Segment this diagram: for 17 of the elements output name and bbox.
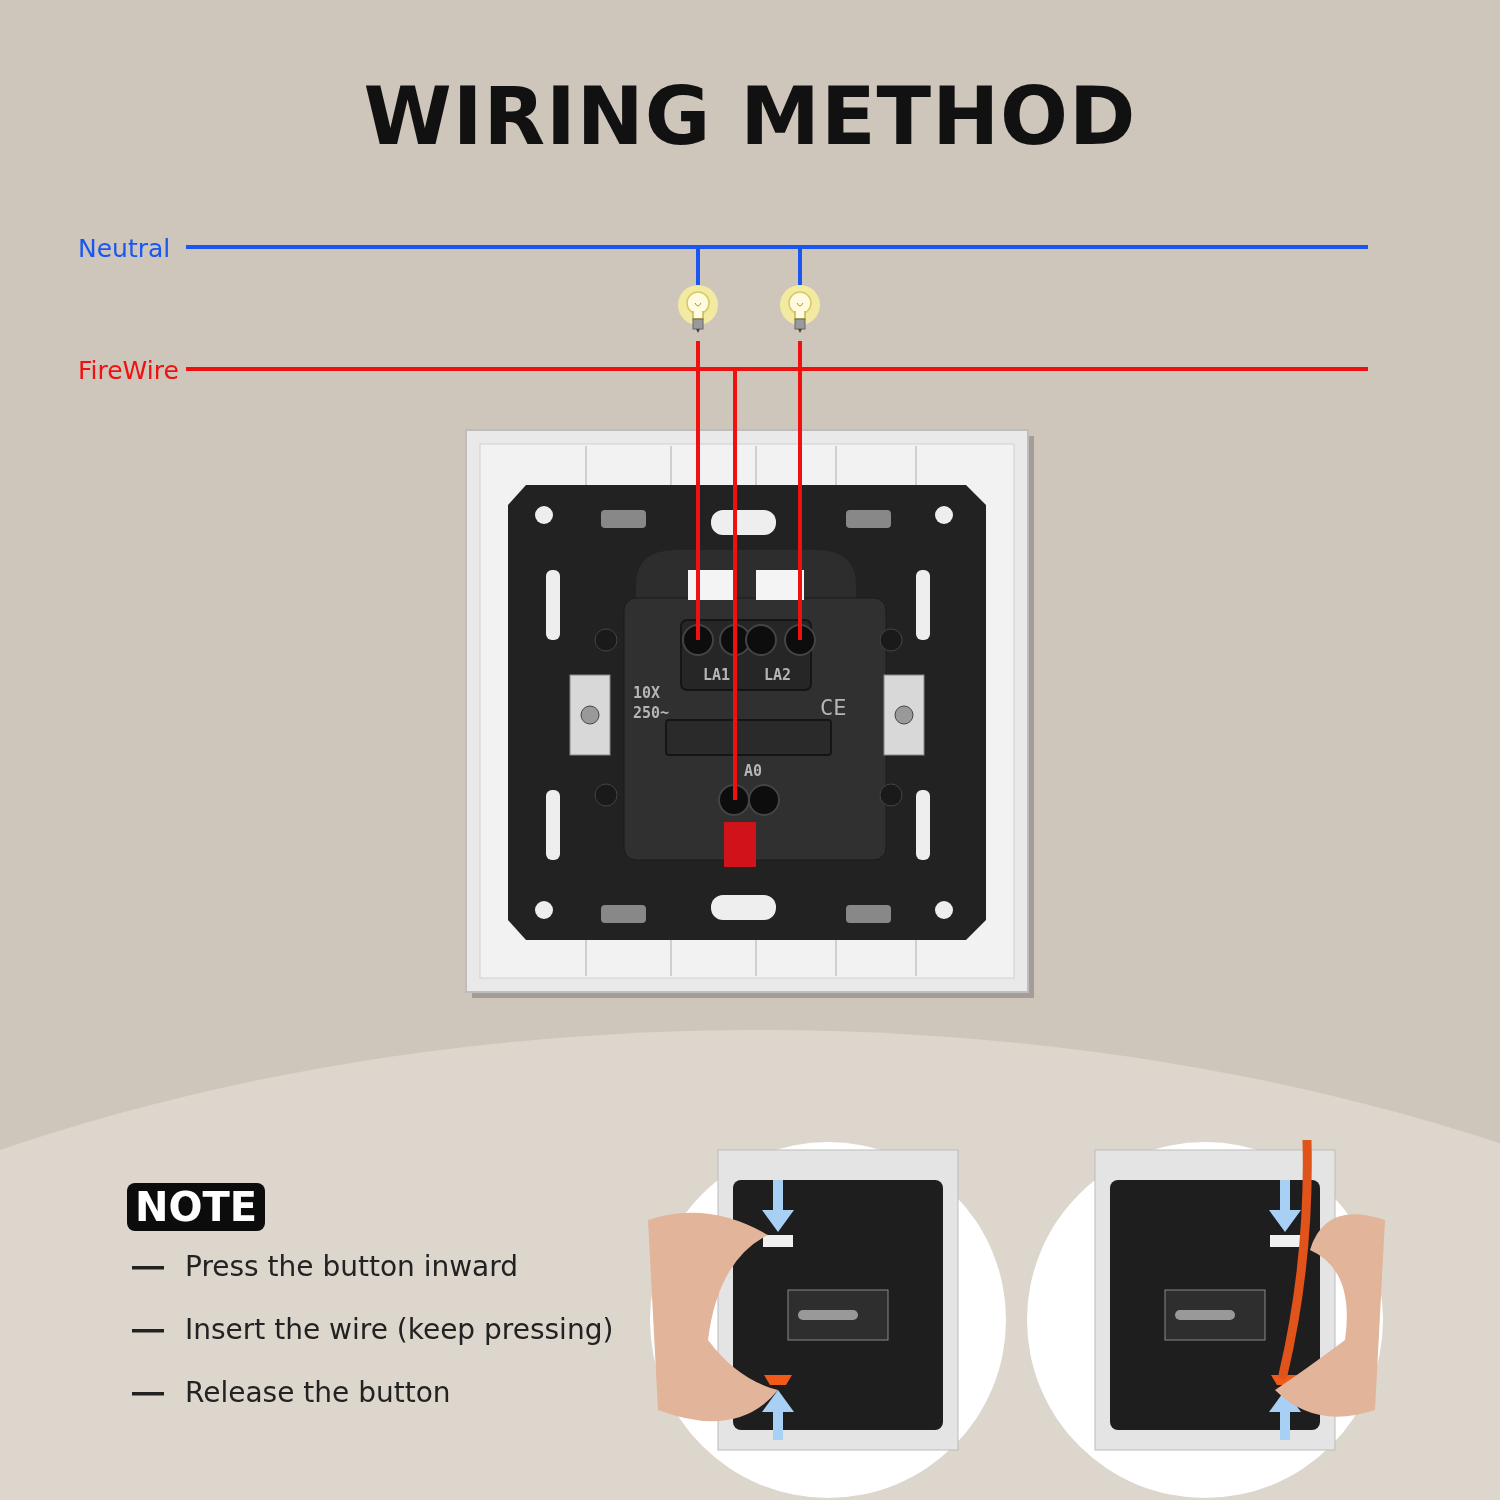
- wire-label: FireWire: [78, 354, 186, 388]
- note-text: Insert the wire (keep pressing): [185, 1313, 614, 1346]
- terminal-label: A0: [744, 762, 763, 780]
- certification-mark: CE: [820, 695, 847, 720]
- note-text: Release the button: [185, 1376, 451, 1409]
- title: WIRING METHOD: [362, 70, 1138, 163]
- terminal-label: LA2: [764, 666, 792, 684]
- wire: [186, 245, 802, 285]
- note-heading: NOTE: [127, 1183, 266, 1231]
- wire-label: Neutral: [78, 232, 186, 266]
- terminal-label: LA1: [703, 666, 731, 684]
- note-text: Press the button inward: [185, 1250, 519, 1283]
- wire: [798, 341, 802, 430]
- rating-label: 250~: [633, 704, 670, 722]
- rating-label: 10X: [633, 684, 661, 702]
- wire: [186, 367, 737, 430]
- wire: [696, 341, 700, 430]
